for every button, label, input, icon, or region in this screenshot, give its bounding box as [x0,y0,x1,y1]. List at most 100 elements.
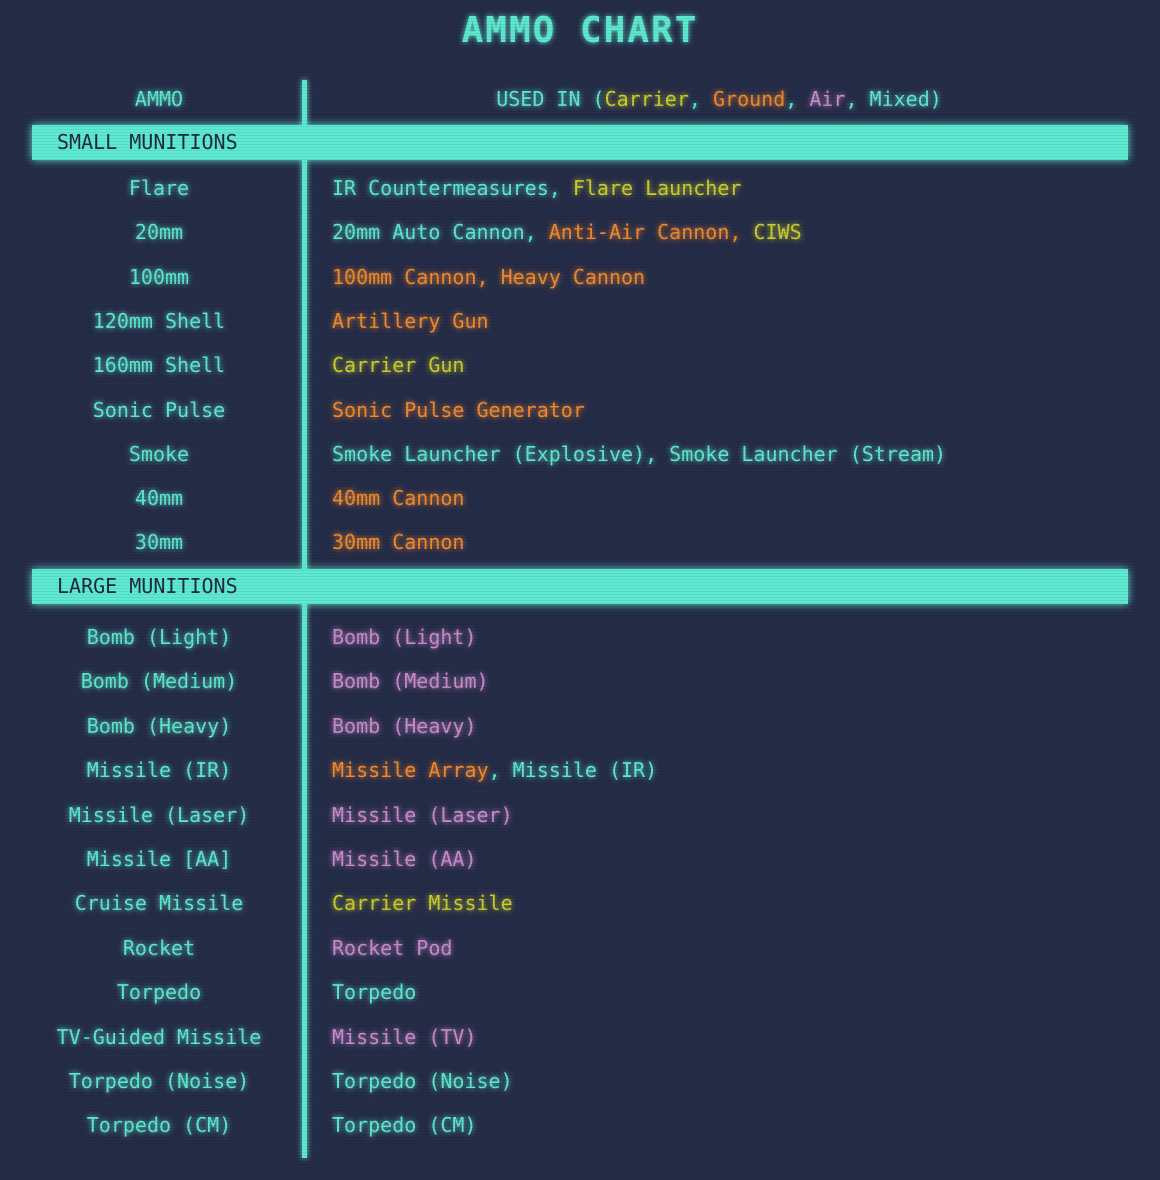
ammo-name: 40mm [134,486,184,511]
ammo-name: Sonic Pulse [92,397,226,422]
ammo-name: Missile (IR) [86,758,232,783]
text-segment: IR Countermeasures, [332,176,573,200]
ammo-name: Torpedo (CM) [86,1113,232,1138]
text-segment: Torpedo [332,980,417,1005]
text-segment: , Mixed) [845,87,942,111]
used-in: 30mm Cannon [332,527,464,557]
used-in: Torpedo (CM) [332,1110,477,1140]
used-in: Missile (Laser) [332,800,513,830]
text-segment: Missile (Laser) [332,802,513,827]
text-segment: , Missile (IR) [488,758,658,783]
text-segment: Air [809,87,846,111]
column-header-used-in: USED IN (Carrier, Ground, Air, Mixed) [310,86,1128,112]
page-title: AMMO CHART [461,10,699,51]
text-segment: Bomb (Medium) [332,669,489,694]
table-row: Bomb (Light) Bomb (Light) [32,622,1128,652]
table-row: TV-Guided Missile Missile (TV) [32,1022,1128,1052]
text-segment: 30mm Cannon [332,530,465,555]
table-row: Torpedo Torpedo [32,977,1128,1007]
text-segment: Flare Launcher [572,176,742,200]
ammo-name: TV-Guided Missile [56,1024,262,1049]
text-segment: Missile (TV) [332,1024,477,1049]
section-label: LARGE MUNITIONS [57,574,238,598]
used-in: 100mm Cannon, Heavy Cannon [332,262,645,292]
used-in: Artillery Gun [332,306,489,336]
used-in: Carrier Gun [332,350,464,380]
section-label: SMALL MUNITIONS [57,130,238,154]
ammo-name: Rocket [122,935,196,960]
text-segment: Carrier [604,87,689,111]
column-header-ammo: AMMO [134,87,184,111]
text-segment: Carrier Missile [332,891,513,916]
text-segment: 100mm Cannon, Heavy Cannon [332,264,646,289]
used-in: 20mm Auto Cannon, Anti-Air Cannon, CIWS [332,217,802,247]
used-in: Missile Array, Missile (IR) [332,755,657,785]
used-in: Missile (TV) [332,1022,477,1052]
used-in: Torpedo [332,977,416,1007]
table-row: Flare IR Countermeasures, Flare Launcher [32,173,1128,203]
used-in: IR Countermeasures, Flare Launcher [332,173,741,203]
table-row: 160mm Shell Carrier Gun [32,350,1128,380]
table-row: Torpedo (Noise) Torpedo (Noise) [32,1066,1128,1096]
table-row: Rocket Rocket Pod [32,933,1128,963]
ammo-name: Cruise Missile [74,891,244,916]
text-segment: Bomb (Heavy) [332,713,477,738]
column-divider [302,80,307,1158]
ammo-name: Bomb (Heavy) [86,713,232,738]
text-segment: Bomb (Light) [332,625,477,649]
table-row: 40mm 40mm Cannon [32,483,1128,513]
text-segment: Rocket Pod [332,935,453,960]
table-row: 120mm Shell Artillery Gun [32,306,1128,336]
text-segment: Sonic Pulse Generator [332,397,585,422]
section-band: SMALL MUNITIONS [32,125,1128,160]
text-segment: Ground [712,87,786,111]
used-in: Bomb (Heavy) [332,711,477,741]
ammo-name: 100mm [128,264,190,289]
used-in: Bomb (Light) [332,622,477,652]
table-row: Missile (IR) Missile Array, Missile (IR) [32,755,1128,785]
text-segment: CIWS [753,220,802,245]
ammo-name: 120mm Shell [92,308,226,333]
table-row: Bomb (Heavy) Bomb (Heavy) [32,711,1128,741]
used-in: 40mm Cannon [332,483,464,513]
text-segment: 20mm Auto Cannon, [332,220,549,245]
table-row: Missile [AA] Missile (AA) [32,844,1128,874]
ammo-name: 20mm [134,220,184,245]
used-in: Sonic Pulse Generator [332,395,585,425]
used-in: Carrier Missile [332,888,513,918]
table-row: Cruise Missile Carrier Missile [32,888,1128,918]
text-segment: Carrier Gun [332,353,465,378]
ammo-name: Bomb (Light) [86,625,232,649]
text-segment: Torpedo (Noise) [332,1069,513,1093]
text-segment: Anti-Air Cannon, [548,220,754,245]
text-segment: , [688,87,713,111]
table-row: Sonic Pulse Sonic Pulse Generator [32,395,1128,425]
used-in: Rocket Pod [332,933,452,963]
text-segment: Missile Array [332,758,489,783]
section-band: LARGE MUNITIONS [32,569,1128,604]
table-row: Bomb (Medium) Bomb (Medium) [32,666,1128,696]
ammo-name: Flare [128,176,190,200]
table-row: 100mm 100mm Cannon, Heavy Cannon [32,262,1128,292]
table-row: 20mm 20mm Auto Cannon, Anti-Air Cannon, C… [32,217,1128,247]
ammo-name: 160mm Shell [92,353,226,378]
text-segment: USED IN ( [496,87,605,111]
text-segment: , [785,87,810,111]
used-in: Smoke Launcher (Explosive), Smoke Launch… [332,439,946,469]
text-segment: 40mm Cannon [332,486,465,511]
ammo-name: Torpedo (Noise) [68,1069,250,1093]
used-in: Missile (AA) [332,844,477,874]
used-in: Torpedo (Noise) [332,1066,513,1096]
table-row: Torpedo (CM) Torpedo (CM) [32,1110,1128,1140]
ammo-name: Missile [AA] [86,847,232,871]
text-segment: Artillery Gun [332,308,489,333]
ammo-name: Bomb (Medium) [80,669,238,694]
text-segment: Missile (AA) [332,847,477,871]
ammo-name: Torpedo [116,980,202,1005]
used-in: Bomb (Medium) [332,666,489,696]
text-segment: Torpedo (CM) [332,1113,477,1138]
table-row: Missile (Laser) Missile (Laser) [32,800,1128,830]
ammo-name: Missile (Laser) [68,802,250,827]
